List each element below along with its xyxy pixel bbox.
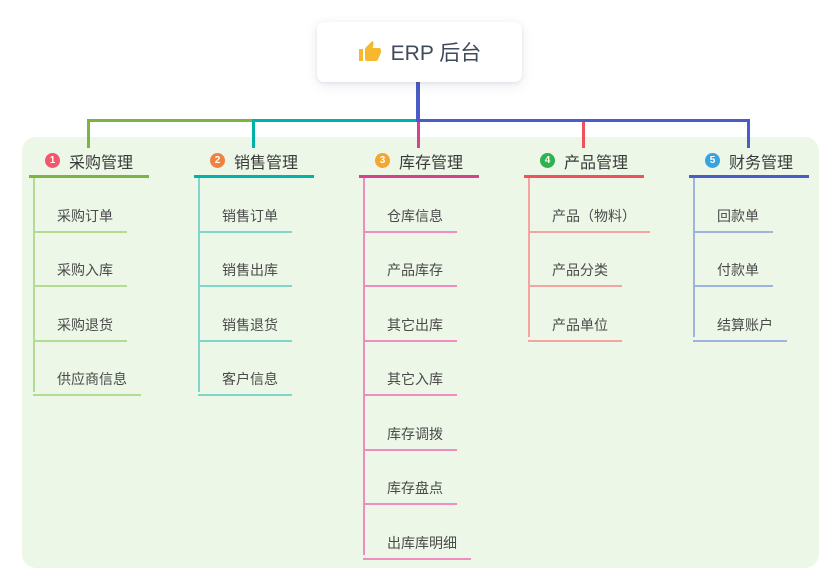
branch-label: 采购管理 xyxy=(69,154,134,172)
branch-header[interactable]: 3 库存管理 xyxy=(359,146,479,175)
branch-underline xyxy=(689,175,809,178)
bus-segment xyxy=(87,119,255,122)
branch-underline xyxy=(524,175,644,178)
child-label[interactable]: 回款单 xyxy=(693,206,773,233)
branch-label: 财务管理 xyxy=(729,154,794,172)
child-label[interactable]: 销售退货 xyxy=(198,315,292,342)
branch-children: 采购订单 采购入库 采购退货 供应商信息 xyxy=(33,178,149,396)
child-node: 采购退货 xyxy=(33,287,149,342)
root-title: ERP 后台 xyxy=(390,42,482,65)
child-node: 产品单位 xyxy=(528,287,650,342)
child-node: 客户信息 xyxy=(198,342,314,396)
child-label[interactable]: 库存盘点 xyxy=(363,478,457,505)
child-node: 其它入库 xyxy=(363,342,479,396)
child-node: 库存调拨 xyxy=(363,396,479,451)
branch-drop-line xyxy=(252,119,255,148)
branch-drop-line xyxy=(582,119,585,148)
child-label[interactable]: 产品分类 xyxy=(528,260,622,287)
child-label[interactable]: 仓库信息 xyxy=(363,206,457,233)
child-label[interactable]: 出库库明细 xyxy=(363,533,471,560)
branch-node-5: 5 财务管理 回款单 付款单 结算账户 xyxy=(689,146,809,342)
branch-children: 产品（物料） 产品分类 产品单位 xyxy=(528,178,650,342)
child-node: 出库库明细 xyxy=(363,505,479,560)
child-label[interactable]: 采购入库 xyxy=(33,260,127,287)
branches-panel xyxy=(22,137,819,568)
child-label[interactable]: 付款单 xyxy=(693,260,773,287)
child-node: 其它出库 xyxy=(363,287,479,342)
branch-node-1: 1 采购管理 采购订单 采购入库 采购退货 供应商信息 xyxy=(29,146,149,396)
branch-children: 回款单 付款单 结算账户 xyxy=(693,178,809,342)
child-node: 供应商信息 xyxy=(33,342,149,396)
branch-drop-line xyxy=(747,119,750,148)
branch-underline xyxy=(359,175,479,178)
child-node: 销售订单 xyxy=(198,178,314,233)
branch-drop-line xyxy=(87,119,90,148)
branch-node-2: 2 销售管理 销售订单 销售出库 销售退货 客户信息 xyxy=(194,146,314,396)
thumbs-up-icon xyxy=(358,40,382,64)
branch-header[interactable]: 5 财务管理 xyxy=(689,146,809,175)
child-label[interactable]: 产品（物料） xyxy=(528,206,650,233)
child-label[interactable]: 库存调拨 xyxy=(363,424,457,451)
child-label[interactable]: 产品单位 xyxy=(528,315,622,342)
branch-number-badge: 2 xyxy=(210,153,225,168)
child-node: 销售退货 xyxy=(198,287,314,342)
branch-underline xyxy=(194,175,314,178)
branch-connector-line xyxy=(33,178,35,392)
branch-number-badge: 3 xyxy=(375,153,390,168)
child-node: 产品库存 xyxy=(363,233,479,287)
branch-node-3: 3 库存管理 仓库信息 产品库存 其它出库 其它入库 库存调拨 库存盘点 出库库… xyxy=(359,146,479,560)
child-node: 结算账户 xyxy=(693,287,809,342)
branch-drop-line xyxy=(417,119,420,148)
child-label[interactable]: 产品库存 xyxy=(363,260,457,287)
branch-underline xyxy=(29,175,149,178)
child-node: 销售出库 xyxy=(198,233,314,287)
child-label[interactable]: 销售订单 xyxy=(198,206,292,233)
child-label[interactable]: 结算账户 xyxy=(693,315,787,342)
branch-label: 库存管理 xyxy=(399,154,464,172)
branch-node-4: 4 产品管理 产品（物料） 产品分类 产品单位 xyxy=(524,146,650,342)
branch-header[interactable]: 4 产品管理 xyxy=(524,146,644,175)
child-node: 回款单 xyxy=(693,178,809,233)
child-node: 库存盘点 xyxy=(363,451,479,505)
child-node: 采购订单 xyxy=(33,178,149,233)
child-node: 采购入库 xyxy=(33,233,149,287)
branch-connector-line xyxy=(363,178,365,555)
child-node: 产品（物料） xyxy=(528,178,650,233)
branch-children: 仓库信息 产品库存 其它出库 其它入库 库存调拨 库存盘点 出库库明细 xyxy=(363,178,479,560)
child-label[interactable]: 客户信息 xyxy=(198,369,292,396)
child-label[interactable]: 采购退货 xyxy=(33,315,127,342)
child-label[interactable]: 其它出库 xyxy=(363,315,457,342)
branch-number-badge: 4 xyxy=(540,153,555,168)
branch-children: 销售订单 销售出库 销售退货 客户信息 xyxy=(198,178,314,396)
branch-number-badge: 1 xyxy=(45,153,60,168)
branch-connector-line xyxy=(198,178,200,392)
branch-label: 产品管理 xyxy=(564,154,629,172)
branch-number-badge: 5 xyxy=(705,153,720,168)
child-node: 产品分类 xyxy=(528,233,650,287)
child-label[interactable]: 销售出库 xyxy=(198,260,292,287)
root-node[interactable]: ERP 后台 xyxy=(317,22,522,82)
root-connector-line xyxy=(416,82,420,122)
branch-label: 销售管理 xyxy=(234,154,299,172)
child-label[interactable]: 其它入库 xyxy=(363,369,457,396)
branch-connector-line xyxy=(693,178,695,337)
child-label[interactable]: 供应商信息 xyxy=(33,369,141,396)
child-node: 付款单 xyxy=(693,233,809,287)
bus-segment xyxy=(252,119,420,122)
child-label[interactable]: 采购订单 xyxy=(33,206,127,233)
bus-segment xyxy=(417,119,750,122)
child-node: 仓库信息 xyxy=(363,178,479,233)
branch-header[interactable]: 2 销售管理 xyxy=(194,146,314,175)
branch-header[interactable]: 1 采购管理 xyxy=(29,146,149,175)
branch-connector-line xyxy=(528,178,530,337)
